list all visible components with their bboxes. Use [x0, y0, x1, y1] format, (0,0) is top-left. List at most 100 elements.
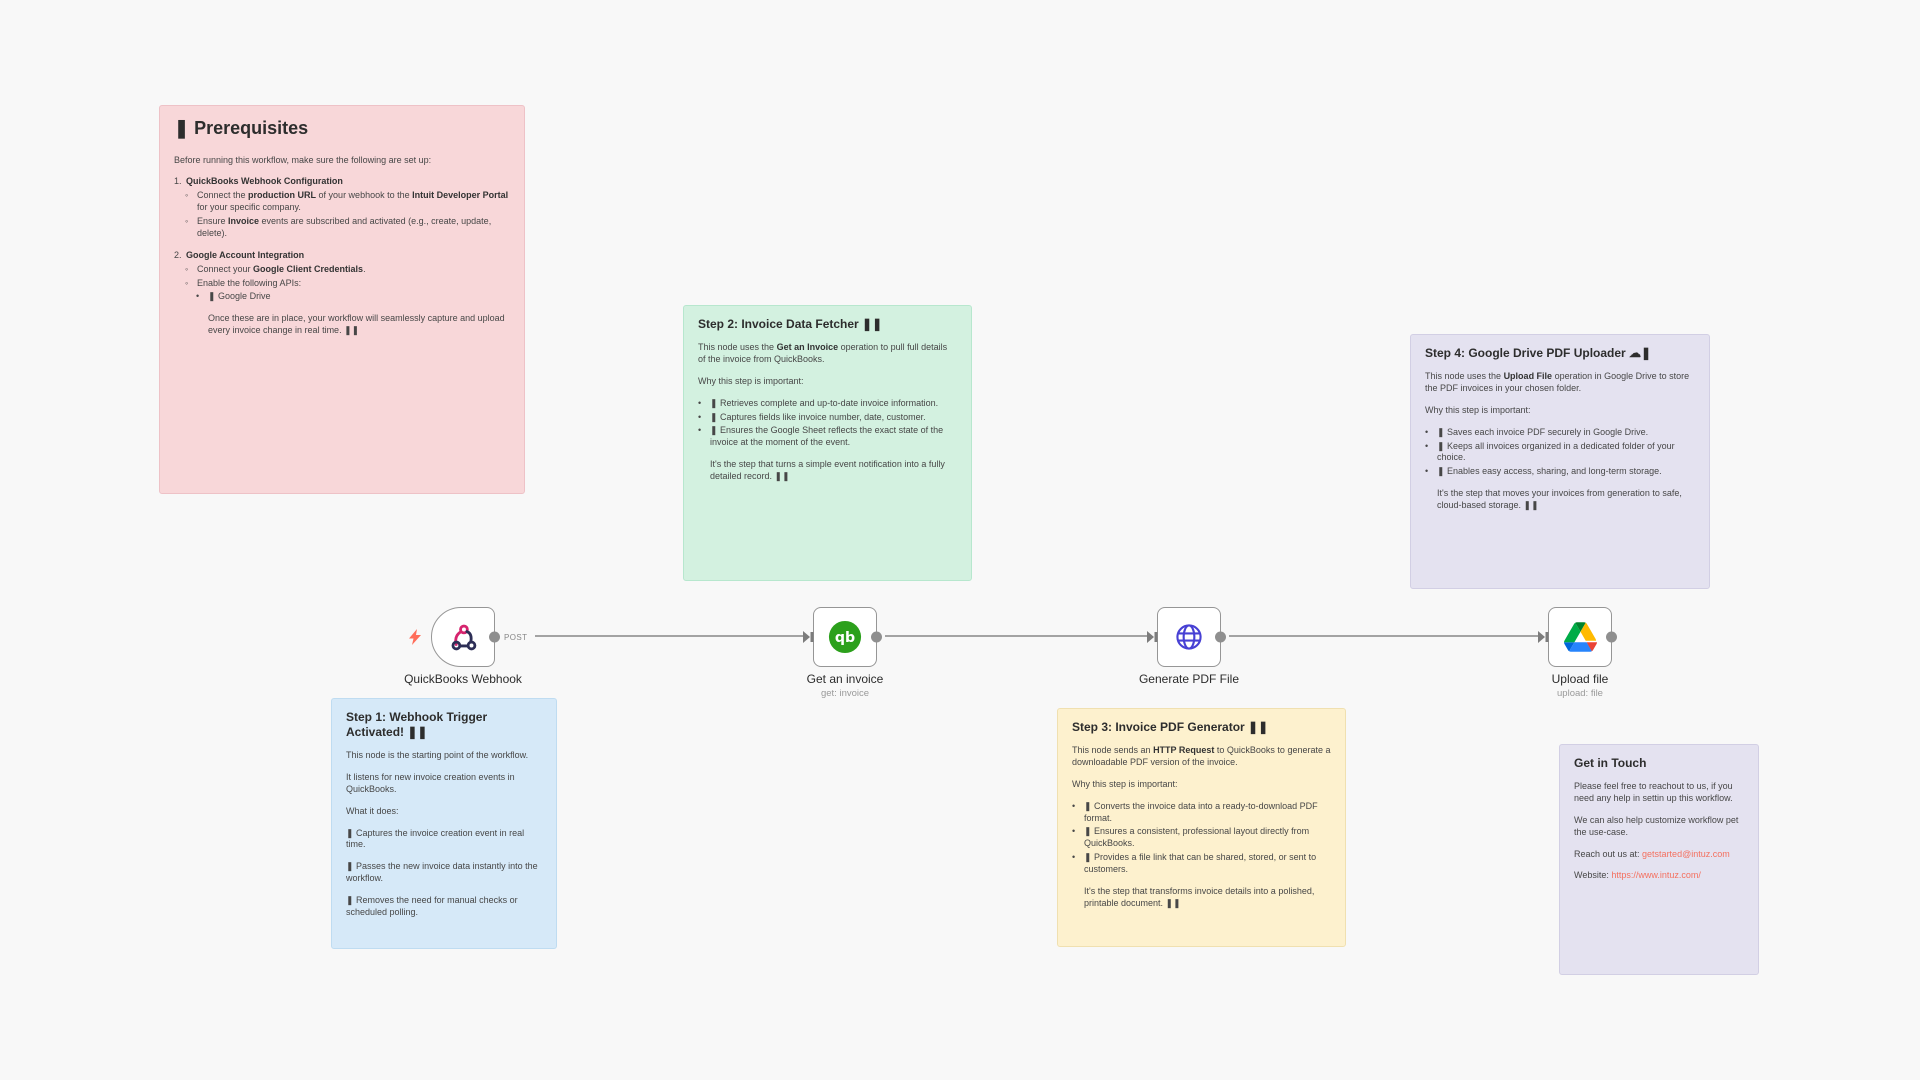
bullet-marker: 1. [174, 176, 182, 187]
note-line: This node uses the Get an Invoice operat… [698, 342, 948, 364]
http-globe-icon [1173, 621, 1205, 653]
note-line: Website: https://www.intuz.com/ [1574, 870, 1701, 881]
output-endpoint[interactable] [871, 631, 882, 643]
note-line: Why this step is important: [698, 375, 804, 386]
sticky-note-get-in-touch[interactable]: Get in Touch Please feel free to reachou… [1559, 744, 1759, 975]
website-link[interactable]: https://www.intuz.com/ [1611, 870, 1701, 881]
note-line: It listens for new invoice creation even… [346, 771, 515, 794]
note-line: 1.QuickBooks Webhook Configuration [174, 176, 343, 187]
bullet-marker: • [1072, 800, 1076, 811]
bullet-marker: • [1425, 426, 1429, 437]
bullet-marker: • [1425, 466, 1429, 477]
bullet-marker: • [1425, 440, 1429, 451]
note-line: •❚ Ensures a consistent, professional la… [1072, 826, 1310, 849]
note-line: Once these are in place, your workflow w… [208, 313, 505, 336]
note-line: This node is the starting point of the w… [346, 750, 529, 760]
note-line: It's the step that transforms invoice de… [1084, 885, 1315, 908]
note-line: This node uses the Upload File operation… [1425, 371, 1690, 393]
bullet-marker: ◦ [185, 277, 189, 288]
output-endpoint[interactable] [1606, 631, 1617, 643]
note-line: It's the step that turns a simple event … [710, 459, 945, 481]
note-title: Get in Touch [1574, 756, 1647, 770]
note-body: Please feel free to reachout to us, if y… [1574, 781, 1744, 882]
sticky-note-prerequisites[interactable]: ❚ Prerequisites Before running this work… [159, 105, 525, 494]
bullet-marker: • [698, 411, 702, 422]
sticky-note-step1[interactable]: Step 1: Webhook Trigger Activated! ❚❚ Th… [331, 698, 557, 949]
note-line: •❚ Retrieves complete and up-to-date inv… [698, 397, 939, 408]
bullet-marker: • [698, 397, 702, 408]
output-endpoint[interactable] [489, 631, 500, 643]
quickbooks-icon: qb [828, 620, 862, 654]
bullet-marker: • [196, 291, 200, 302]
note-title: Step 2: Invoice Data Fetcher ❚❚ [698, 317, 883, 331]
bullet-marker: • [698, 425, 702, 436]
email-link[interactable]: getstarted@intuz.com [1642, 848, 1730, 859]
note-line: •❚ Enables easy access, sharing, and lon… [1425, 466, 1662, 477]
node-generate-pdf-file[interactable]: Generate PDF File [1139, 607, 1239, 686]
note-line: ◦Ensure Invoice events are subscribed an… [185, 216, 492, 238]
note-title: ❚ Prerequisites [174, 118, 309, 138]
bullet-marker: • [1072, 826, 1076, 837]
note-line: •❚ Keeps all invoices organized in a ded… [1425, 440, 1675, 463]
note-line: It's the step that moves your invoices f… [1437, 488, 1682, 510]
sticky-note-step3[interactable]: Step 3: Invoice PDF Generator ❚❚ This no… [1057, 708, 1346, 947]
note-body: Before running this workflow, make sure … [174, 155, 510, 338]
note-line: ◦Connect the production URL of your webh… [185, 190, 509, 213]
note-title: Step 3: Invoice PDF Generator ❚❚ [1072, 720, 1269, 734]
sticky-note-step4[interactable]: Step 4: Google Drive PDF Uploader ☁❚ Thi… [1410, 334, 1710, 589]
note-body: This node sends an HTTP Request to Quick… [1072, 745, 1331, 910]
note-line: •❚ Provides a file link that can be shar… [1072, 852, 1317, 874]
connection-wire[interactable] [535, 635, 805, 637]
note-title: Step 4: Google Drive PDF Uploader ☁❚ [1425, 346, 1652, 360]
node-quickbooks-webhook[interactable]: POST QuickBooks Webhook [404, 607, 527, 686]
note-body: This node uses the Get an Invoice operat… [698, 342, 957, 483]
note-line: •❚ Saves each invoice PDF securely in Go… [1425, 426, 1649, 437]
note-title: Step 1: Webhook Trigger Activated! ❚❚ [346, 710, 488, 739]
note-line: ❚ Passes the new invoice data instantly … [346, 861, 538, 884]
node-label: QuickBooks Webhook [404, 672, 522, 686]
connection-wire[interactable] [885, 635, 1147, 637]
note-line: •❚ Converts the invoice data into a read… [1072, 800, 1318, 823]
lightning-bolt-icon [409, 629, 422, 645]
note-line: •❚ Ensures the Google Sheet reflects the… [698, 425, 944, 448]
node-upload-file[interactable]: Upload file upload: file [1538, 607, 1617, 699]
note-line: 2.Google Account Integration [174, 249, 305, 260]
note-line: Before running this workflow, make sure … [174, 154, 432, 165]
svg-text:qb: qb [835, 630, 855, 646]
node-get-an-invoice[interactable]: qb Get an invoice get: invoice [803, 607, 883, 699]
note-line: We can also help customize workflow pet … [1574, 814, 1739, 837]
connection-wire[interactable] [1229, 635, 1539, 637]
node-label: Generate PDF File [1138, 672, 1240, 686]
bullet-marker: • [1072, 852, 1076, 863]
note-line: Why this step is important: [1425, 404, 1531, 415]
note-line: ❚ Removes the need for manual checks or … [346, 895, 518, 917]
node-subtitle: get: invoice [820, 688, 870, 699]
note-line: This node sends an HTTP Request to Quick… [1072, 745, 1331, 767]
output-endpoint[interactable] [1215, 631, 1226, 643]
note-line: What it does: [346, 805, 399, 816]
note-line: Reach out us at: getstarted@intuz.com [1574, 848, 1730, 859]
node-subtitle: upload: file [1557, 688, 1603, 699]
bullet-marker: 2. [174, 249, 182, 260]
note-body: This node uses the Upload File operation… [1425, 371, 1695, 512]
note-line: ◦Connect your Google Client Credentials. [185, 263, 366, 274]
bullet-marker: ◦ [185, 190, 189, 201]
input-endpoint[interactable] [1538, 630, 1549, 644]
webhook-icon [446, 620, 480, 654]
node-label: Get an invoice [806, 672, 884, 686]
webhook-method-label: POST [504, 633, 528, 642]
bullet-marker: ◦ [185, 216, 189, 226]
node-label: Upload file [1551, 672, 1609, 686]
bullet-marker: ◦ [185, 263, 189, 274]
input-endpoint[interactable] [803, 630, 814, 644]
google-drive-icon [1563, 622, 1597, 652]
input-endpoint[interactable] [1147, 630, 1158, 644]
sticky-note-step2[interactable]: Step 2: Invoice Data Fetcher ❚❚ This nod… [683, 305, 972, 581]
note-line: ◦Enable the following APIs: [185, 277, 302, 288]
note-body: This node is the starting point of the w… [346, 750, 542, 919]
note-line: Please feel free to reachout to us, if y… [1574, 781, 1733, 803]
note-line: ❚ Captures the invoice creation event in… [346, 827, 525, 850]
note-line: Why this step is important: [1072, 778, 1178, 789]
note-line: •❚ Google Drive [196, 291, 271, 302]
